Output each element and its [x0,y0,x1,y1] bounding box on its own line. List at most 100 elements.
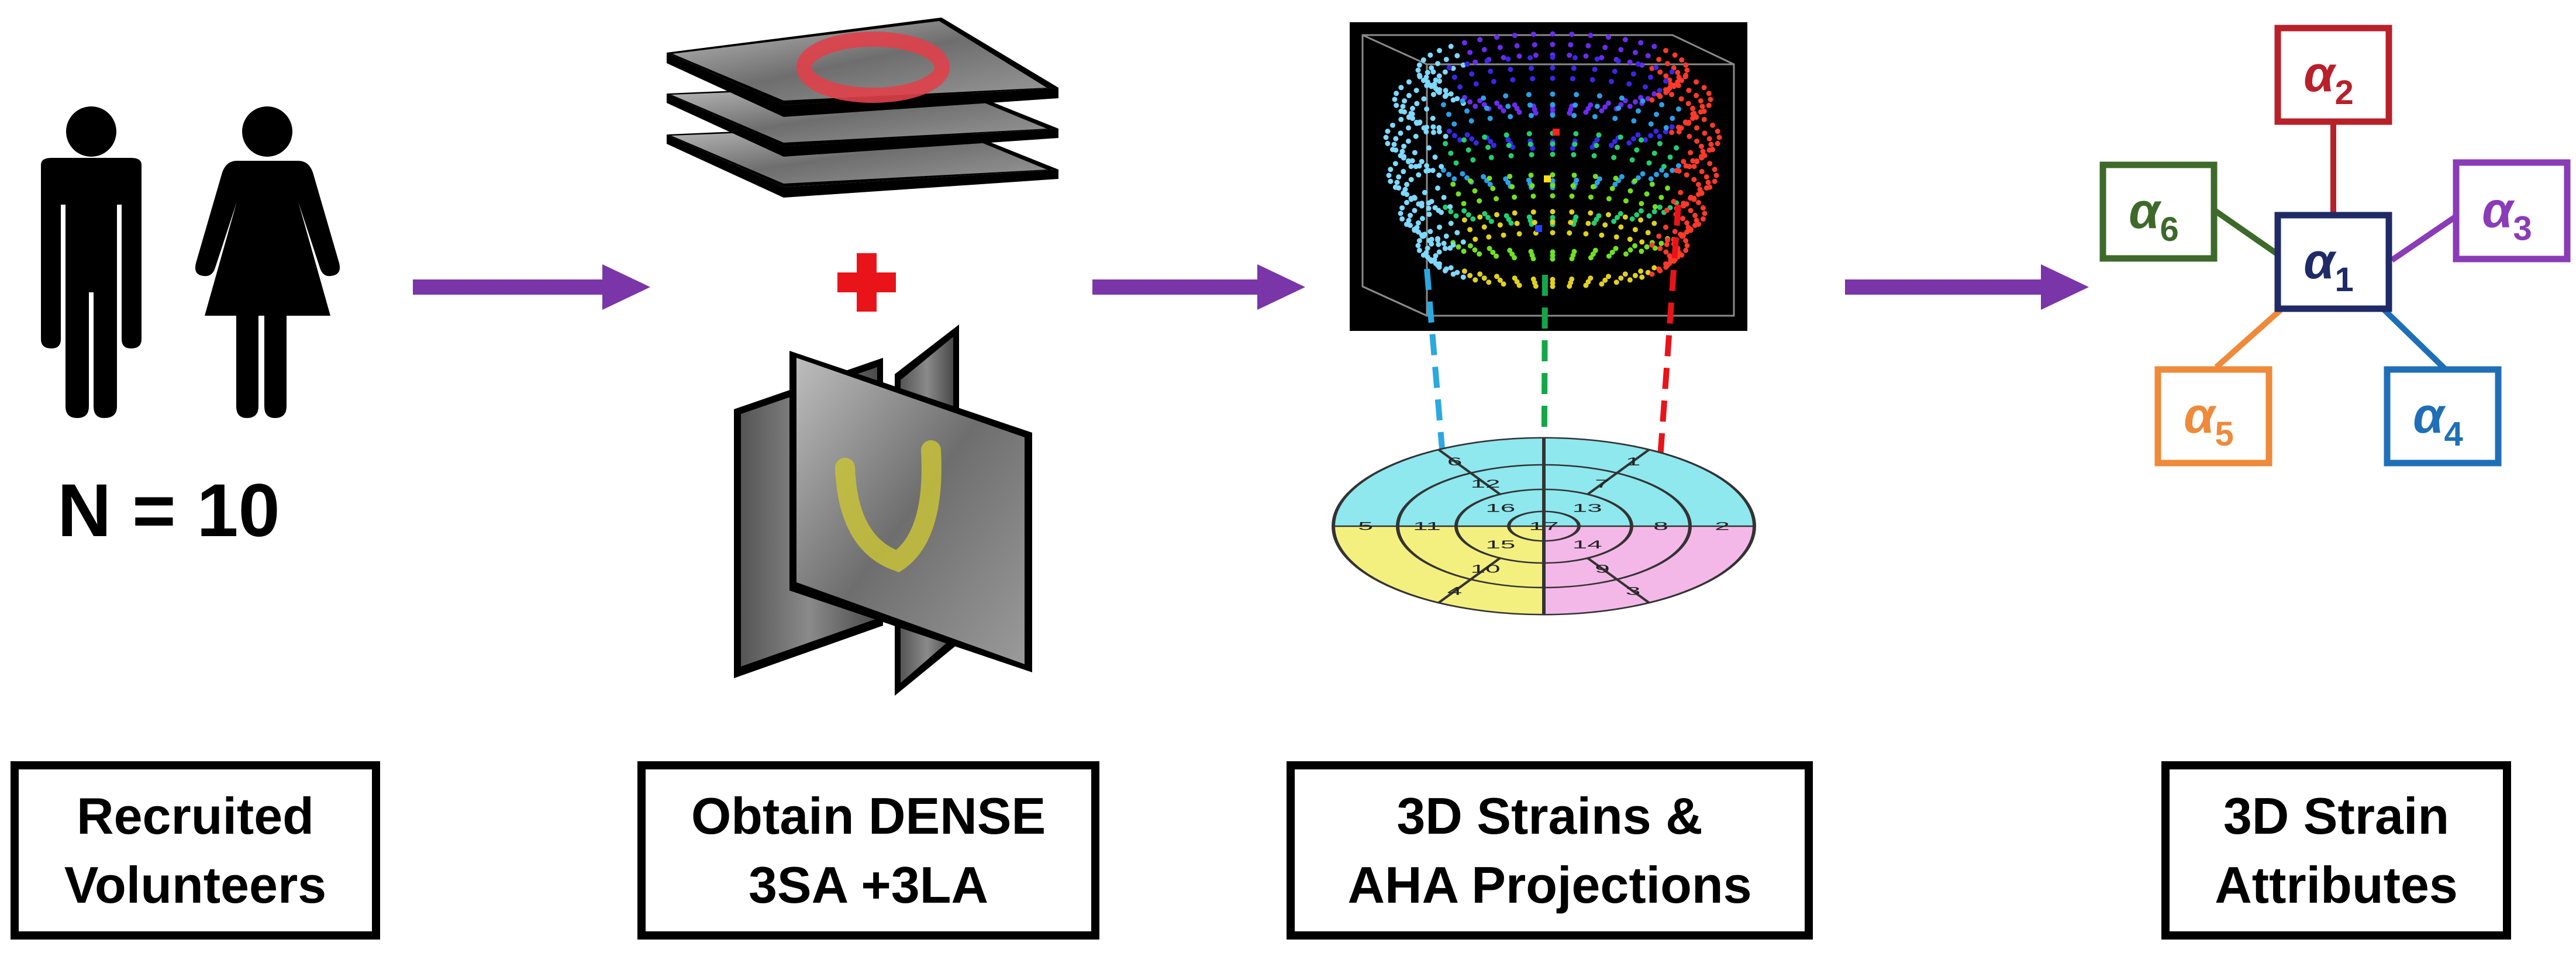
strain-point [1408,213,1413,218]
strain-point [1450,271,1456,277]
strain-point [1497,104,1503,110]
strain-point [1443,233,1449,239]
strain-point [1460,239,1466,245]
edge-a1-a3 [2390,213,2458,263]
strain-point [1690,111,1696,117]
aha-segment-number: 8 [1653,520,1668,533]
strain-point [1450,242,1456,248]
strain-point [1424,82,1430,88]
strain-point [1669,124,1675,130]
strain-point [1448,91,1454,97]
strain-point [1510,77,1516,82]
strain-point [1415,229,1421,235]
strain-point [1590,184,1596,189]
strain-point [1683,62,1689,68]
strain-point [1426,212,1432,217]
caption-3d-strain-attributes: 3D Strain Attributes [2161,761,2511,940]
strain-point [1404,192,1410,197]
strain-point [1454,230,1460,236]
strain-point [1430,92,1436,98]
strain-point [1464,108,1470,114]
strain-point [1421,96,1427,102]
strain-point [1627,236,1633,242]
strain-point [1477,198,1482,204]
strain-point [1457,137,1463,143]
strain-point [1473,140,1479,146]
strain-point [1532,42,1537,48]
strain-point [1663,73,1669,79]
strain-point [1627,59,1633,65]
strain-point [1401,155,1406,161]
strain-point [1670,116,1675,121]
strain-point [1494,34,1499,40]
strain-point [1460,98,1465,104]
strain-point [1609,78,1614,84]
strain-point [1638,217,1644,223]
strain-point [1446,112,1451,118]
strain-point [1669,92,1675,98]
strain-point [1667,154,1673,160]
strain-point [1446,171,1451,177]
strain-point [1419,158,1425,164]
strain-point [1416,238,1422,244]
strain-point [1591,153,1597,158]
strain-point [1467,178,1473,184]
strain-point [1618,47,1624,53]
strain-point [1491,143,1496,149]
strain-point [1413,88,1419,94]
strain-point [1602,222,1608,228]
strain-point [1585,220,1591,226]
strain-point [1473,81,1479,87]
strain-point [1685,101,1691,106]
attribute-label: α1 [2303,233,2354,299]
strain-point [1599,55,1605,60]
strain-point [1448,220,1454,226]
strain-point [1456,244,1461,250]
strain-point [1396,185,1402,191]
strain-point [1643,137,1648,143]
strain-point [1675,70,1681,75]
strain-point [1646,160,1652,166]
strain-point [1469,136,1475,141]
strain-point [1568,220,1574,225]
strain-point [1437,48,1442,53]
strain-point [1398,85,1404,91]
strain-point [1487,181,1493,187]
strain-point [1424,163,1430,168]
strain-point [1406,92,1412,98]
strain-point [1569,194,1575,199]
strain-point [1528,172,1534,178]
strain-point [1507,174,1513,179]
strain-point [1570,76,1575,82]
strain-point [1648,176,1654,182]
strain-point [1473,277,1478,283]
strain-point [1550,75,1556,81]
strain-point [1694,159,1700,164]
strain-point [1684,229,1690,235]
attribute-node-a1: α1 [2274,212,2392,312]
strain-point [1701,116,1707,122]
strain-point [1465,147,1471,153]
strain-point [1409,111,1415,117]
strain-point [1512,33,1518,38]
strain-point [1698,98,1703,104]
attribute-label: α5 [2184,388,2234,453]
strain-point [1663,125,1669,130]
strain-point [1477,251,1482,257]
attribute-node-a2: α2 [2274,25,2392,125]
strain-point [1567,284,1573,289]
attribute-node-a6: α6 [2099,161,2218,262]
strain-point [1481,47,1487,53]
strain-point [1486,279,1492,285]
strain-point [1477,37,1483,43]
aha-segment-number: 13 [1573,502,1602,514]
strain-point [1410,116,1415,121]
aha-segment-number: 14 [1573,538,1602,551]
strain-point [1627,277,1633,283]
strain-point [1550,54,1556,60]
strain-point [1627,188,1633,194]
strain-point [1657,94,1663,99]
strain-point [1572,141,1578,147]
strain-point [1583,231,1589,237]
